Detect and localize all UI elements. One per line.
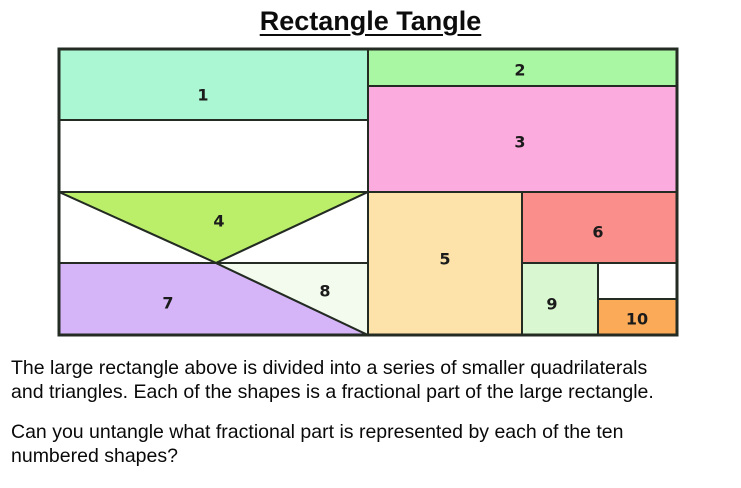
shape-7-label: 7 (162, 294, 173, 313)
shape-8-label: 8 (319, 282, 330, 301)
shape-1-label: 1 (197, 86, 208, 105)
shape-9 (521, 262, 599, 336)
shape-3-label: 3 (514, 133, 525, 152)
blank-region (215, 190, 369, 264)
rectangle-tangle-diagram: 1 2 3 4 5 6 7 8 9 10 (57, 47, 679, 337)
shape-4-label: 4 (213, 212, 224, 231)
paragraph-2: Can you untangle what fractional part is… (11, 420, 735, 468)
paragraph-line: The large rectangle above is divided int… (11, 357, 648, 379)
blank-region (597, 262, 678, 300)
paragraph-line: and triangles. Each of the shapes is a f… (11, 381, 654, 403)
paragraph-line: Can you untangle what fractional part is… (11, 421, 624, 443)
shape-5-label: 5 (439, 250, 450, 269)
paragraph-1: The large rectangle above is divided int… (11, 356, 735, 404)
shape-2-label: 2 (514, 61, 525, 80)
shape-6-label: 6 (592, 223, 603, 242)
shape-10-label: 10 (626, 310, 648, 329)
outer-rectangle (57, 47, 679, 337)
paragraph-line: numbered shapes? (11, 445, 178, 467)
blank-region (58, 119, 369, 193)
page-title: Rectangle Tangle (259, 6, 482, 36)
shape-9-label: 9 (546, 295, 557, 314)
shape-1 (58, 48, 369, 121)
